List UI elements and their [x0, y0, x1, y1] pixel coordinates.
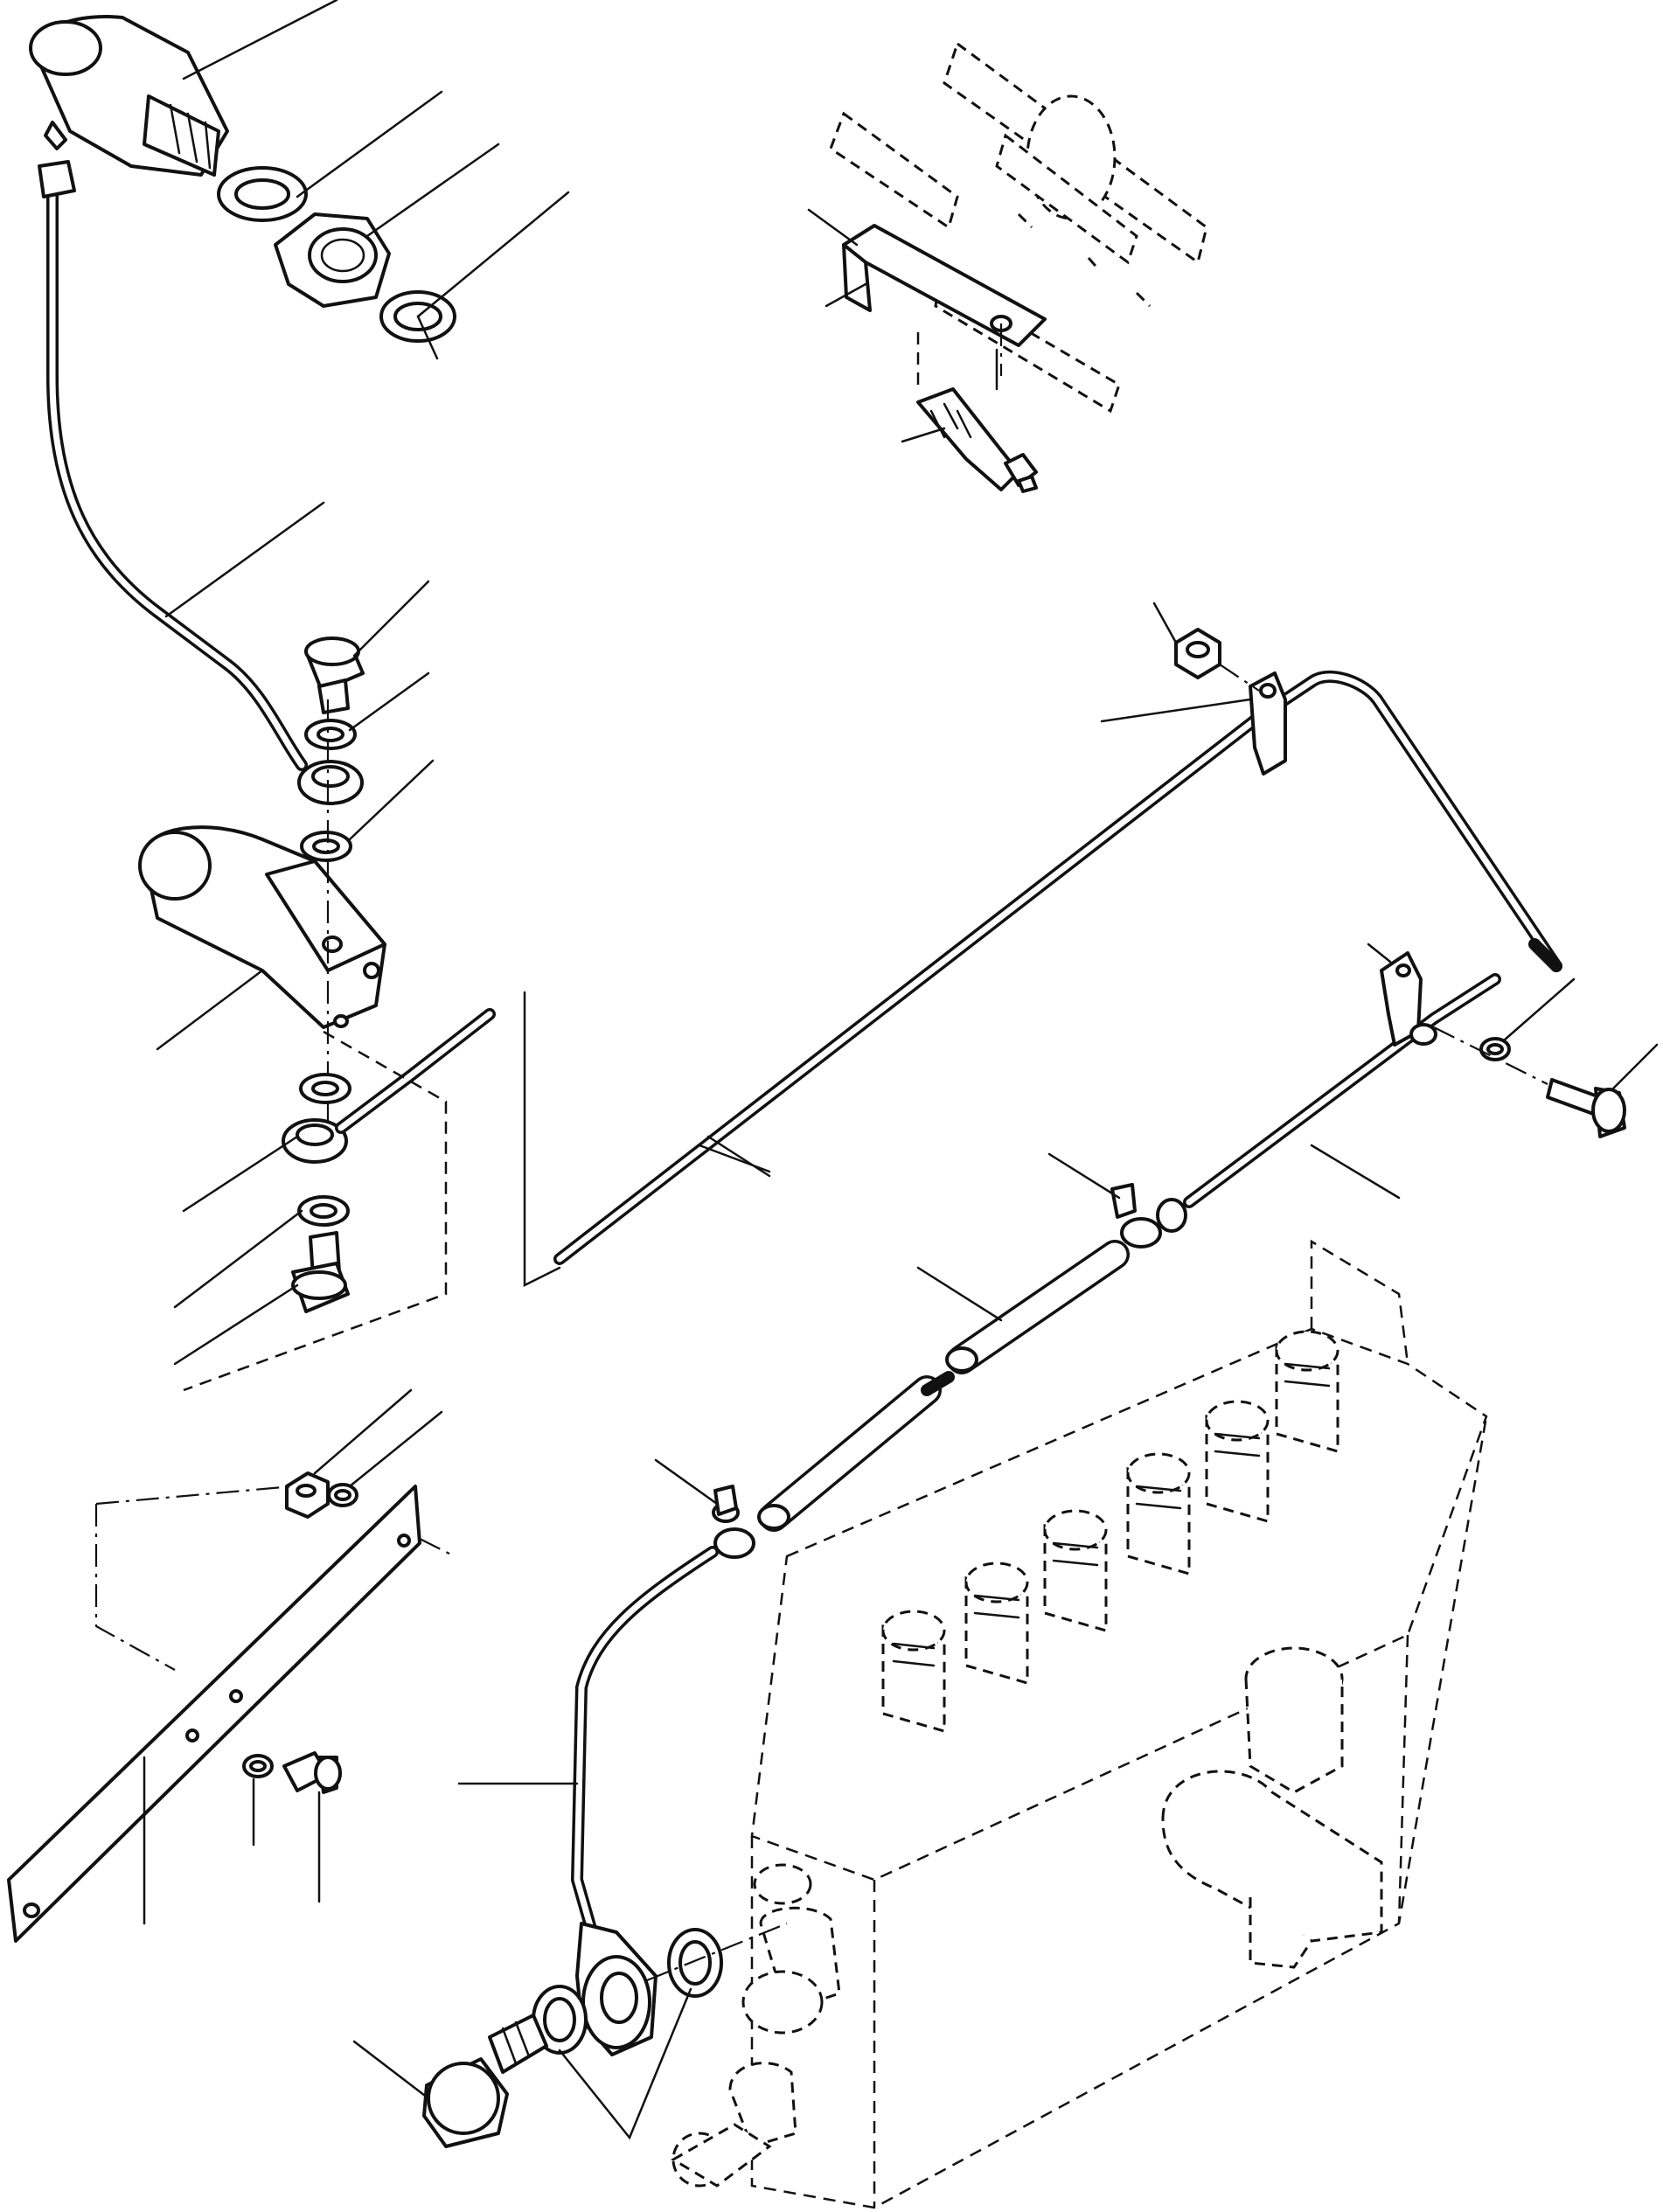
leader-lines-far-right: [1310, 943, 1659, 1200]
connection-line-right: [523, 991, 561, 1288]
temperature-switch: [916, 387, 1038, 493]
leader-hose-clamp-upper: [1047, 1152, 1121, 1200]
clamp-assembly: [829, 41, 1208, 414]
leader-lines-lower-bolt: [173, 1135, 303, 1366]
hose-clamp-upper: [1110, 1183, 1187, 1249]
nut-top-right: [1174, 628, 1221, 679]
banjo-bolt-top: [304, 636, 365, 714]
mounting-bracket: [842, 224, 1047, 376]
leader-hose-clamp-lower: [654, 1458, 719, 1506]
tube-clip-right: [1380, 951, 1437, 1047]
nut-axis: [1219, 664, 1260, 692]
connection-bracket-line: [183, 1030, 448, 1392]
adapter-block: [138, 825, 386, 1029]
long-tube: [553, 670, 1562, 1265]
leader-lines-strap: [143, 1388, 443, 1925]
strap-screw: [282, 1751, 342, 1794]
tube-link: [921, 1371, 955, 1396]
tube-clip-top: [1249, 671, 1287, 776]
strap-bracket: [7, 1485, 421, 1943]
leader-lines-pump: [352, 1987, 692, 2140]
rubber-hose-upper: [945, 1240, 1130, 1374]
strap-outline: [94, 1485, 456, 1671]
banjo-fitting-lower: [282, 1008, 496, 1164]
screw-right: [1546, 1078, 1626, 1138]
sender-unit: [29, 15, 229, 177]
leader-hose-upper: [916, 1266, 1003, 1322]
leader-lines-top-left: [182, 0, 570, 360]
leader-adapter: [156, 969, 264, 1051]
pump-axis-line: [646, 1922, 788, 1982]
leader-tube: [164, 501, 325, 618]
rubber-hose-lower: [757, 1375, 942, 1532]
banjo-bolt-pump: [422, 2014, 548, 2148]
capillary-tube: [38, 160, 308, 771]
short-tube: [1183, 973, 1501, 1208]
banjo-fitting-top: [297, 760, 364, 805]
banjo-fitting-pump: [575, 1922, 658, 2056]
leader-lines-top-right: [807, 208, 998, 443]
leader-long-tube: [706, 1135, 771, 1178]
hose-clamp-lower: [712, 1485, 755, 1559]
leader-lines-bolt: [348, 580, 435, 841]
pump-feed-tube: [571, 1546, 719, 1947]
injection-pump: [671, 1239, 1488, 2209]
hex-nut-sender: [274, 212, 391, 308]
banjo-bolt-lower: [291, 1231, 350, 1313]
strap-nut: [285, 1471, 330, 1519]
screw-axis: [1433, 1026, 1548, 1085]
